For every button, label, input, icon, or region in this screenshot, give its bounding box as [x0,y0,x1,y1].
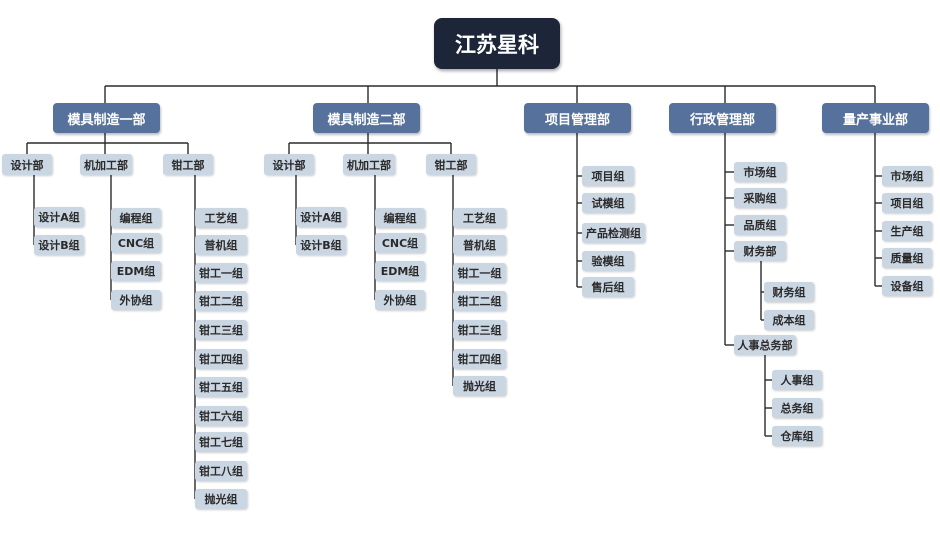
dept1-sub2-item: 外协组 [111,290,161,310]
subdept-2-1: 设计部 [264,154,314,175]
dept1-sub3-item: 抛光组 [195,489,247,509]
dept2-sub3-item: 工艺组 [453,208,506,228]
mass-production-item: 质量组 [882,248,932,268]
mass-production-item: 设备组 [882,276,932,296]
dept1-sub3-item: 钳工二组 [195,291,247,311]
dept2-sub2-item: CNC组 [375,233,425,253]
dept1-sub2-item: EDM组 [111,261,161,281]
mass-production-item: 市场组 [882,166,932,186]
dept1-sub3-item: 普机组 [195,235,247,255]
finance-item: 财务组 [764,282,814,302]
dept1-sub2-item: CNC组 [111,233,161,253]
dept2-sub2-item: 编程组 [375,208,425,228]
dept2-sub3-item: 钳工三组 [453,320,506,340]
admin-child: 财务部 [734,241,786,261]
dept1-sub3-item: 钳工六组 [195,406,247,426]
dept-3: 项目管理部 [524,103,631,133]
dept1-sub3-item: 钳工八组 [195,461,247,481]
dept-4: 行政管理部 [669,103,776,133]
dept1-sub3-item: 钳工一组 [195,263,247,283]
dept-2: 模具制造二部 [313,103,420,133]
admin-child: 人事总务部 [734,335,796,355]
project-mgmt-item: 验模组 [582,251,634,271]
root-node: 江苏星科 [434,18,560,69]
dept-1: 模具制造一部 [53,103,160,133]
dept1-sub1-item: 设计B组 [34,235,84,255]
subdept-2-2: 机加工部 [343,154,395,175]
project-mgmt-item: 产品检测组 [582,223,645,243]
dept2-sub3-item: 钳工四组 [453,349,506,369]
dept2-sub1-item: 设计A组 [296,207,346,227]
subdept-1-3: 钳工部 [163,154,213,175]
dept1-sub3-item: 钳工三组 [195,320,247,340]
dept2-sub3-item: 钳工二组 [453,291,506,311]
finance-item: 成本组 [764,310,814,330]
dept2-sub3-item: 抛光组 [453,376,506,396]
dept1-sub3-item: 钳工七组 [195,432,247,452]
mass-production-item: 生产组 [882,221,932,241]
project-mgmt-item: 项目组 [582,166,634,186]
subdept-1-1: 设计部 [2,154,52,175]
dept2-sub3-item: 钳工一组 [453,263,506,283]
dept1-sub2-item: 编程组 [111,208,161,228]
admin-child: 采购组 [734,188,786,208]
subdept-1-2: 机加工部 [80,154,132,175]
dept2-sub1-item: 设计B组 [296,235,346,255]
admin-child: 品质组 [734,215,786,235]
subdept-2-3: 钳工部 [426,154,476,175]
dept2-sub2-item: EDM组 [375,261,425,281]
admin-child: 市场组 [734,162,786,182]
dept1-sub3-item: 工艺组 [195,208,247,228]
project-mgmt-item: 售后组 [582,277,634,297]
dept2-sub2-item: 外协组 [375,290,425,310]
project-mgmt-item: 试模组 [582,193,634,213]
dept1-sub1-item: 设计A组 [34,207,84,227]
hr-item: 人事组 [772,370,822,390]
dept-5: 量产事业部 [822,103,929,133]
dept2-sub3-item: 普机组 [453,235,506,255]
dept1-sub3-item: 钳工五组 [195,377,247,397]
mass-production-item: 项目组 [882,193,932,213]
hr-item: 总务组 [772,398,822,418]
hr-item: 仓库组 [772,426,822,446]
dept1-sub3-item: 钳工四组 [195,349,247,369]
